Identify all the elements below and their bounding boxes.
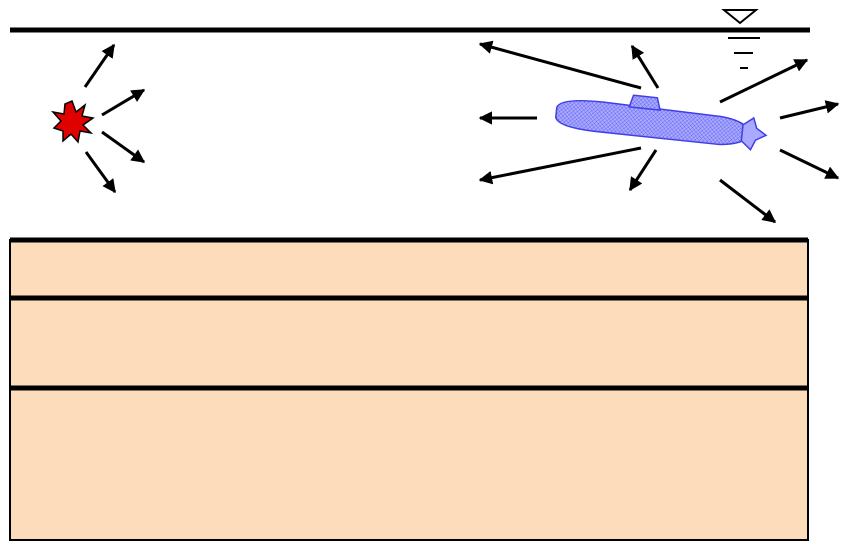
source-arrow (101, 88, 146, 117)
source-arrow (84, 151, 117, 194)
scattered-arrow (779, 100, 840, 120)
scattered-arrow (779, 148, 840, 180)
water-surface-icon (721, 9, 760, 69)
scattered-arrow (628, 149, 658, 192)
seabed (9, 237, 809, 541)
source-arrow (83, 43, 116, 88)
seabed-layer-3 (10, 388, 808, 540)
scattered-arrow (719, 178, 777, 224)
seabed-layer-1 (10, 240, 808, 298)
scattered-arrow (478, 40, 642, 90)
submarine-icon (555, 94, 768, 152)
source-arrow (101, 130, 146, 164)
scattered-arrow (719, 58, 809, 104)
scattered-arrows (478, 40, 840, 224)
scattered-arrow (478, 146, 642, 185)
source-arrows (83, 43, 146, 194)
seabed-layer-2 (10, 298, 808, 388)
explosion-icon (50, 99, 95, 144)
scattered-arrow (630, 44, 660, 89)
